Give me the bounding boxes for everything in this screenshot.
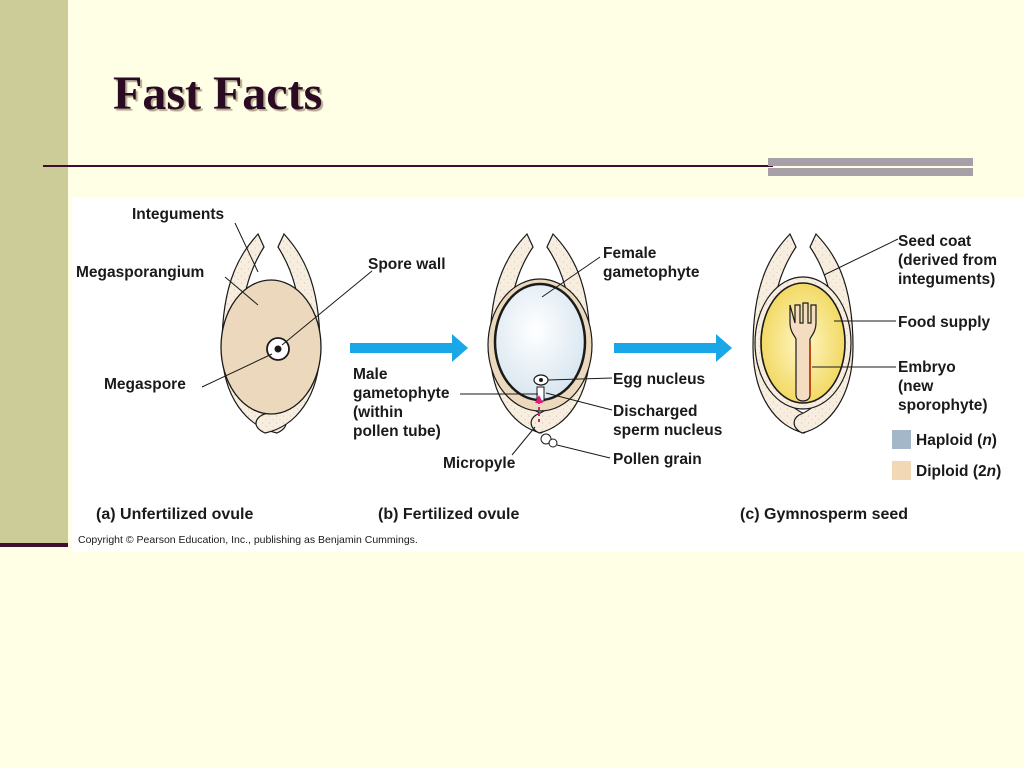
label-pollen-grain: Pollen grain bbox=[613, 451, 702, 468]
label-male-gametophyte-4: pollen tube) bbox=[353, 423, 441, 440]
label-female-gametophyte-2: gametophyte bbox=[603, 264, 700, 281]
label-seed-coat-2: (derived from bbox=[898, 252, 997, 269]
ovule-diagram: Integuments Megasporangium Megaspore Spo… bbox=[76, 206, 1001, 546]
slide-title: Fast Facts bbox=[113, 67, 323, 120]
label-egg-nucleus: Egg nucleus bbox=[613, 371, 705, 388]
legend: Haploid (n) Diploid (2n) bbox=[892, 430, 1001, 480]
legend-diploid: Diploid (2n) bbox=[916, 463, 1001, 480]
label-female-gametophyte-1: Female bbox=[603, 245, 657, 262]
caption-a: (a) Unfertilized ovule bbox=[96, 506, 253, 523]
label-megaspore: Megaspore bbox=[104, 376, 186, 393]
label-spore-wall: Spore wall bbox=[368, 256, 446, 273]
label-male-gametophyte-2: gametophyte bbox=[353, 385, 450, 402]
label-megasporangium: Megasporangium bbox=[76, 264, 204, 281]
legend-haploid: Haploid (n) bbox=[916, 432, 997, 449]
label-embryo-1: Embryo bbox=[898, 359, 956, 376]
panel-b-ovule bbox=[487, 232, 593, 448]
legend-haploid-swatch bbox=[892, 430, 911, 449]
label-male-gametophyte-3: (within bbox=[353, 404, 403, 421]
label-discharged-2: sperm nucleus bbox=[613, 422, 722, 439]
panel-a-ovule bbox=[220, 232, 322, 434]
label-food-supply: Food supply bbox=[898, 314, 991, 331]
slide-sidebar-band bbox=[0, 0, 68, 546]
slide-sidebar-base bbox=[0, 543, 68, 547]
label-embryo-2: (new bbox=[898, 378, 934, 395]
arrow-a-to-b bbox=[350, 334, 468, 362]
arrow-b-to-c bbox=[614, 334, 732, 362]
panel-c-seed bbox=[752, 232, 854, 434]
label-seed-coat-3: integuments) bbox=[898, 271, 995, 288]
label-integuments: Integuments bbox=[132, 206, 224, 223]
caption-b: (b) Fertilized ovule bbox=[378, 506, 519, 523]
label-embryo-3: sporophyte) bbox=[898, 397, 988, 414]
label-discharged-1: Discharged bbox=[613, 403, 697, 420]
title-rule-accent bbox=[768, 158, 973, 178]
ovule-diagram-figure: Integuments Megasporangium Megaspore Spo… bbox=[72, 197, 1024, 552]
label-seed-coat-1: Seed coat bbox=[898, 233, 971, 250]
caption-c: (c) Gymnosperm seed bbox=[740, 506, 908, 523]
copyright-note: Copyright © Pearson Education, Inc., pub… bbox=[78, 534, 418, 546]
title-rule bbox=[43, 165, 773, 167]
label-male-gametophyte-1: Male bbox=[353, 366, 388, 383]
legend-diploid-swatch bbox=[892, 461, 911, 480]
label-micropyle: Micropyle bbox=[443, 455, 516, 472]
